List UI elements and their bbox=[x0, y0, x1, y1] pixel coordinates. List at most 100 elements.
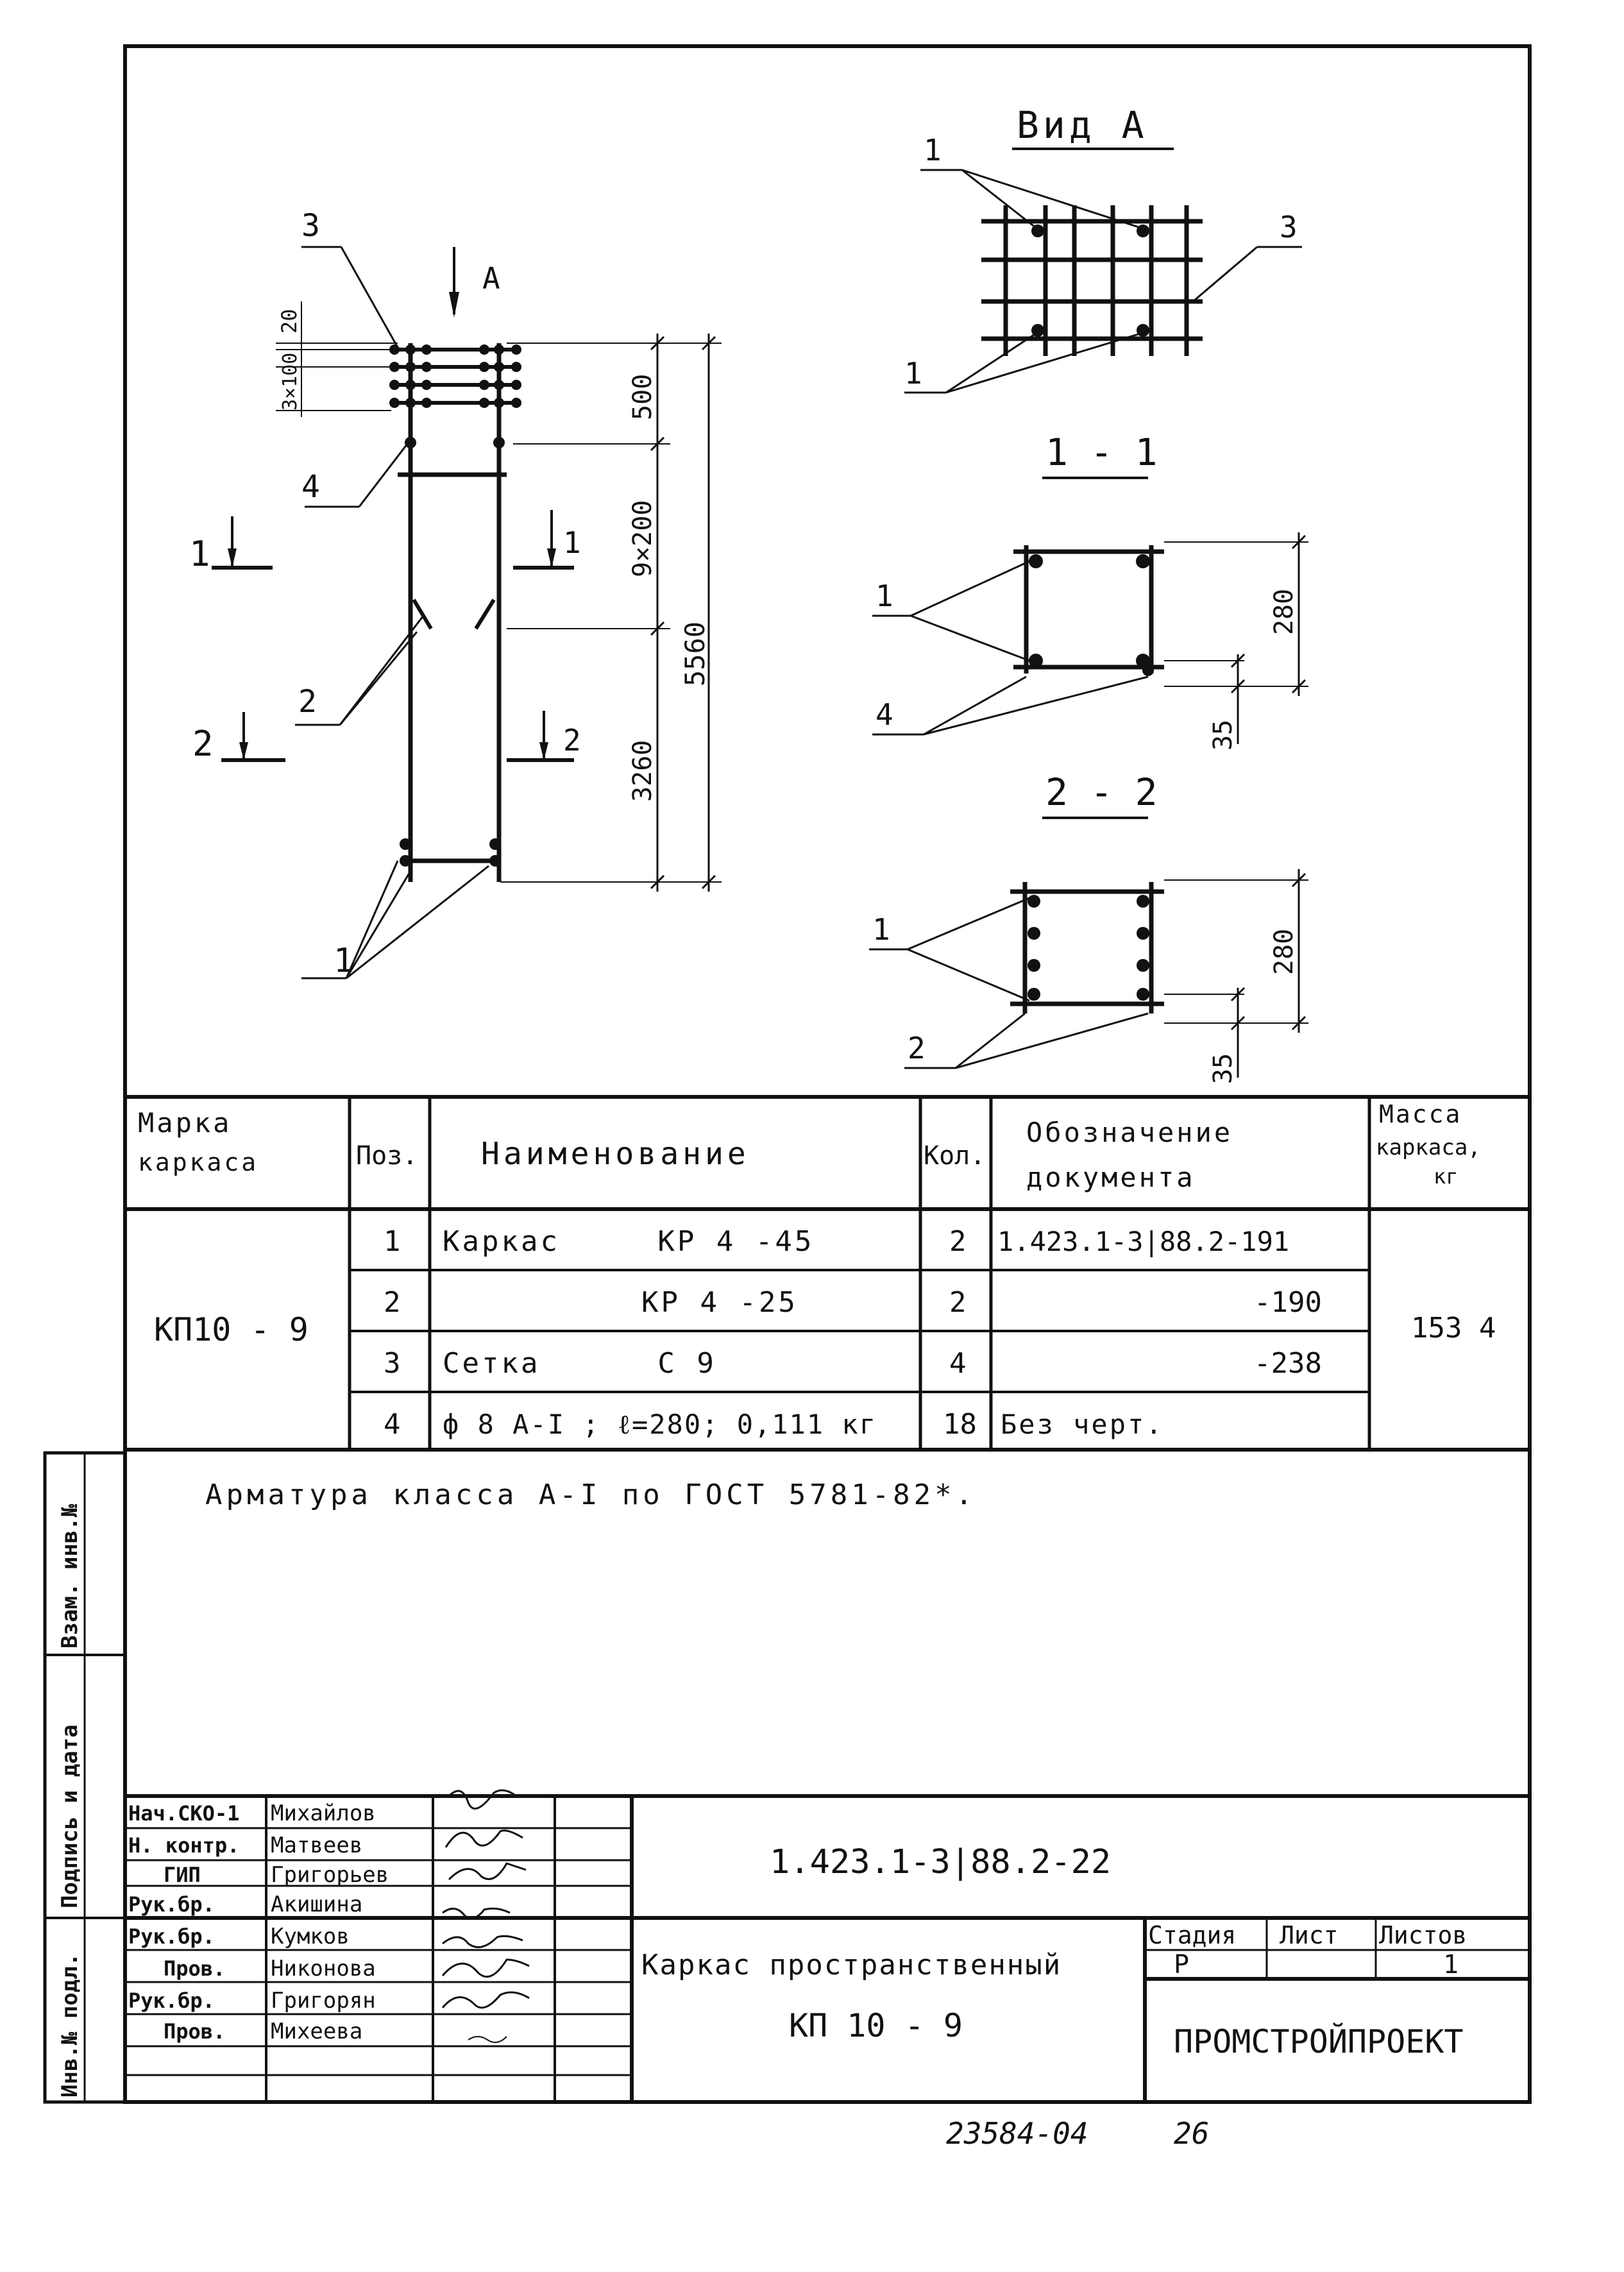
arrow-a-label: А bbox=[482, 261, 500, 296]
drawing-title-line2: КП 10 - 9 bbox=[789, 2007, 963, 2044]
svg-text:Григорян: Григорян bbox=[271, 1988, 376, 2013]
svg-text:4: 4 bbox=[301, 469, 320, 505]
svg-text:-238: -238 bbox=[1254, 1347, 1322, 1380]
cut-mark-1-left: 1 bbox=[189, 516, 273, 574]
svg-text:Кол.: Кол. bbox=[924, 1141, 985, 1171]
cage-mass: 153 4 bbox=[1411, 1312, 1496, 1344]
svg-text:1: 1 bbox=[334, 942, 353, 980]
svg-text:Кумков: Кумков bbox=[271, 1924, 350, 1949]
svg-text:3: 3 bbox=[1280, 210, 1298, 244]
svg-text:1: 1 bbox=[872, 912, 890, 947]
svg-text:18: 18 bbox=[943, 1408, 977, 1441]
svg-text:документа: документа bbox=[1026, 1162, 1196, 1193]
svg-text:35: 35 bbox=[1208, 1053, 1238, 1084]
svg-text:1: 1 bbox=[924, 133, 942, 167]
svg-text:500: 500 bbox=[628, 374, 657, 420]
svg-text:2: 2 bbox=[949, 1225, 967, 1258]
svg-text:Н. контр.: Н. контр. bbox=[128, 1833, 239, 1858]
view-a: Вид А 1 1 3 bbox=[904, 103, 1302, 394]
svg-text:2: 2 bbox=[298, 684, 317, 720]
svg-text:Обозначение: Обозначение bbox=[1026, 1117, 1233, 1148]
svg-text:5560: 5560 bbox=[679, 622, 711, 686]
svg-text:3260: 3260 bbox=[628, 740, 657, 802]
svg-text:Матвеев: Матвеев bbox=[271, 1833, 362, 1858]
svg-text:2: 2 bbox=[384, 1286, 401, 1319]
organization-name: ПРОМСТРОЙПРОЕКТ bbox=[1174, 2022, 1464, 2060]
svg-text:Без черт.: Без черт. bbox=[1001, 1409, 1164, 1440]
table-row: 4 ф 8 А-I ; ℓ=280; 0,111 кг 18 Без черт. bbox=[384, 1408, 1164, 1441]
svg-text:1.423.1-3|88.2-191: 1.423.1-3|88.2-191 bbox=[997, 1226, 1289, 1257]
svg-text:3×100: 3×100 bbox=[279, 353, 301, 411]
table-row: 3 Сетка С 9 4 -238 bbox=[384, 1347, 1322, 1380]
svg-text:4: 4 bbox=[875, 697, 893, 732]
svg-text:1: 1 bbox=[904, 356, 922, 391]
svg-text:3: 3 bbox=[301, 208, 320, 244]
side-inv-podl: Инв.№ подл. bbox=[57, 1953, 83, 2098]
doc-code: 1.423.1-3|88.2-22 bbox=[770, 1843, 1111, 1881]
svg-text:Пров.: Пров. bbox=[164, 2019, 225, 2044]
svg-text:35: 35 bbox=[1208, 720, 1238, 750]
svg-text:-190: -190 bbox=[1254, 1286, 1322, 1319]
cut-2-left-label: 2 bbox=[192, 724, 214, 764]
section-1-title: 1 - 1 bbox=[1045, 430, 1158, 474]
svg-text:каркаса,: каркаса, bbox=[1376, 1135, 1481, 1160]
cut-mark-2-right: 2 bbox=[507, 711, 581, 762]
general-note: Арматура класса А-I по ГОСТ 5781-82*. bbox=[205, 1479, 976, 1511]
cage-mark: КП10 - 9 bbox=[154, 1311, 309, 1348]
cut-1-left-label: 1 bbox=[189, 534, 210, 574]
svg-text:Рук.бр.: Рук.бр. bbox=[128, 1924, 215, 1949]
side-vzam-inv: Взам. инв.№ bbox=[57, 1504, 83, 1649]
table-row: 1 Каркас КР 4 -45 2 1.423.1-3|88.2-191 bbox=[384, 1225, 1289, 1258]
main-dimensions: 20 3×100 500 9×200 3260 5560 bbox=[276, 301, 722, 892]
svg-text:Марка: Марка bbox=[138, 1107, 232, 1139]
cut-2-right-label: 2 bbox=[563, 723, 581, 758]
svg-text:Р: Р bbox=[1174, 1950, 1189, 1980]
svg-text:ф 8 А-I ; ℓ=280; 0,111 кг: ф 8 А-I ; ℓ=280; 0,111 кг bbox=[443, 1409, 877, 1440]
svg-text:Григорьев: Григорьев bbox=[271, 1862, 389, 1888]
drawing-title-line1: Каркас пространственный bbox=[641, 1949, 1062, 1981]
svg-text:Листов: Листов bbox=[1379, 1921, 1467, 1949]
svg-text:2: 2 bbox=[908, 1031, 926, 1065]
cut-mark-2-left: 2 bbox=[192, 712, 285, 764]
svg-text:Стадия: Стадия bbox=[1148, 1921, 1236, 1949]
svg-text:ГИП: ГИП bbox=[164, 1863, 201, 1887]
svg-text:2: 2 bbox=[949, 1286, 967, 1319]
svg-text:Никонова: Никонова bbox=[271, 1956, 376, 1981]
cage-elevation bbox=[389, 343, 521, 882]
svg-text:Поз.: Поз. bbox=[356, 1141, 418, 1171]
svg-text:280: 280 bbox=[1269, 929, 1299, 975]
svg-text:Сетка С 9: Сетка С 9 bbox=[443, 1347, 716, 1380]
cut-mark-1-right: 1 bbox=[513, 510, 581, 570]
signature-scribbles bbox=[441, 1789, 530, 2043]
svg-text:1: 1 bbox=[384, 1225, 401, 1258]
svg-text:Масса: Масса bbox=[1379, 1100, 1462, 1128]
view-a-title: Вид А bbox=[1017, 103, 1148, 147]
svg-text:4: 4 bbox=[384, 1408, 401, 1441]
svg-text:3: 3 bbox=[384, 1347, 401, 1380]
svg-text:кг: кг bbox=[1434, 1164, 1459, 1189]
svg-text:1: 1 bbox=[875, 579, 893, 613]
signatory-rows: Нач.СКО-1 Михайлов Н. контр. Матвеев ГИП… bbox=[128, 1801, 389, 2044]
svg-text:Каркас КР 4 -45: Каркас КР 4 -45 bbox=[443, 1225, 814, 1258]
side-stamp: Инв.№ подл. Подпись и дата Взам. инв.№ bbox=[57, 1504, 83, 2098]
svg-text:КР 4 -25: КР 4 -25 bbox=[641, 1286, 798, 1319]
svg-text:Нач.СКО-1: Нач.СКО-1 bbox=[128, 1801, 239, 1826]
archive-number: 23584-04 bbox=[946, 2116, 1088, 2151]
spec-table: Марка каркаса Поз. Наименование Кол. Обо… bbox=[125, 1095, 1530, 1452]
svg-text:Михайлов: Михайлов bbox=[271, 1801, 376, 1826]
section-1-1: 1 - 1 1 4 280 35 bbox=[872, 430, 1308, 750]
svg-text:Михеева: Михеева bbox=[271, 2019, 362, 2044]
cut-1-right-label: 1 bbox=[563, 525, 581, 560]
svg-text:4: 4 bbox=[949, 1347, 967, 1380]
svg-text:каркаса: каркаса bbox=[138, 1148, 258, 1176]
svg-text:Наименование: Наименование bbox=[481, 1136, 750, 1172]
svg-text:Рук.бр.: Рук.бр. bbox=[128, 1988, 215, 2013]
svg-text:Акишина: Акишина bbox=[271, 1892, 362, 1917]
table-row: 2 КР 4 -25 2 -190 bbox=[384, 1286, 1322, 1319]
svg-text:9×200: 9×200 bbox=[628, 500, 657, 577]
svg-text:20: 20 bbox=[277, 309, 301, 334]
sheet-frame bbox=[43, 44, 1532, 2104]
view-arrow-a: А bbox=[449, 247, 500, 318]
main-callouts: 3 4 2 1 bbox=[295, 208, 489, 980]
